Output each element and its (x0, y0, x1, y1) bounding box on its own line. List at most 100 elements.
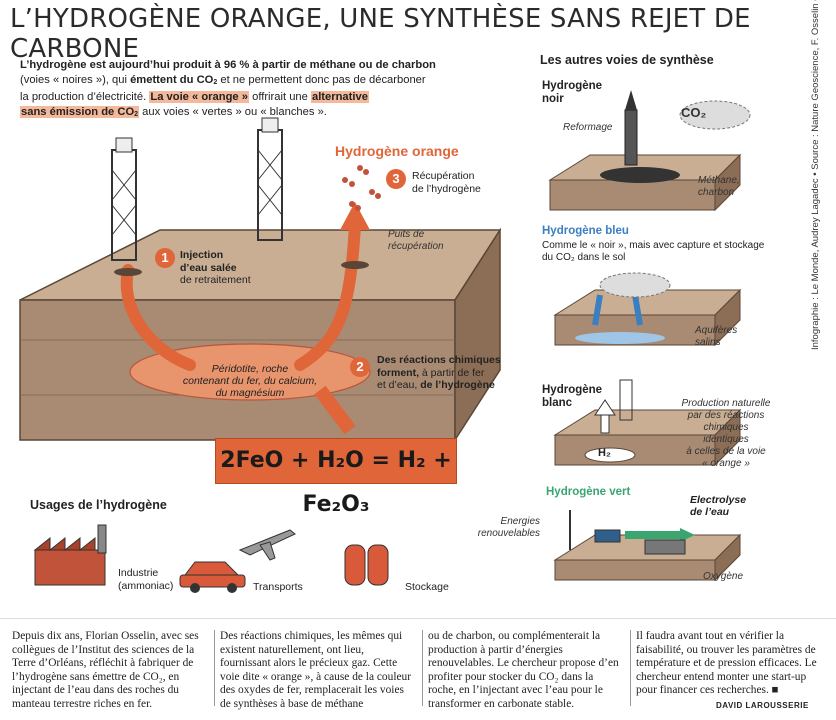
step2-line-c: à partir de fer (419, 366, 485, 379)
other-routes-title: Les autres voies de synthèse (540, 53, 714, 67)
credit-line: Infographie : Le Monde, Audrey Lagadec •… (810, 0, 821, 350)
other-routes-illustrations (548, 90, 751, 582)
black-title-a: Hydrogène (542, 80, 603, 92)
step2-line-e: de l’hydrogène (420, 379, 495, 391)
green-hydrogen-block (553, 510, 742, 582)
energies-line-b: renouvelables (477, 528, 540, 539)
black-hydrogen-block (548, 90, 742, 212)
page-title: L’HYDROGÈNE ORANGE, UNE SYNTHÈSE SANS RE… (10, 4, 751, 64)
step1-line-b: d’eau salée (180, 261, 237, 274)
author-signature: DAVID LAROUSSERIE (716, 701, 809, 710)
recovery-arrow-head (340, 202, 370, 230)
divider (0, 618, 836, 619)
intro-highlight-sans: sans émission de CO2 (20, 105, 140, 118)
recovery-arrow (294, 219, 361, 371)
text-column-3: ou de charbon, ou complémenterait la pro… (428, 630, 619, 710)
methane-line-b: charbon (698, 187, 735, 198)
car-icon (179, 561, 246, 593)
white-desc-a: Production naturelle (681, 398, 771, 409)
intro-line-2b: émettent du CO (130, 73, 214, 86)
aquiferes-label: Aquifères salins (695, 325, 737, 349)
step3-line-a: Récupération (412, 170, 475, 182)
rock-label: Péridotite, roche contenant du fer, du c… (170, 363, 330, 399)
industry-label: Industrie (ammoniac) (118, 567, 173, 592)
white-desc: Production naturelle par des réactions c… (680, 398, 772, 470)
industry-line-a: Industrie (118, 567, 159, 579)
black-co2-label: CO₂ (681, 105, 707, 120)
well-line-b: récupération (388, 241, 444, 252)
text-column-2: Des réactions chimiques, les mêmes qui e… (220, 630, 412, 710)
blue-desc-a: Comme le « noir », mais avec capture et … (542, 240, 765, 251)
usages-illustrations (33, 524, 389, 593)
step2-line-d: et d’eau, (377, 379, 421, 391)
column-separator (422, 630, 423, 706)
aquiferes-line-a: Aquifères (695, 325, 738, 336)
rock-line-c: du magnésium (215, 387, 285, 399)
methane-label: Méthane, charbon (698, 175, 740, 199)
intro-line-2a: (voies « noires »), qui (20, 73, 131, 86)
storage-tanks-icon (344, 544, 389, 586)
injection-arrow (120, 264, 196, 371)
column-separator (630, 630, 631, 706)
step2-line-a: Des réactions chimiques (377, 354, 501, 366)
white-desc-e: « orange » (702, 458, 750, 469)
white-h2-label: H₂ (598, 447, 611, 459)
orange-title: Hydrogène orange (335, 143, 459, 159)
hydrogen-molecules (342, 165, 381, 211)
black-title: Hydrogène noir (542, 80, 602, 106)
white-hydrogen-block (553, 379, 742, 467)
derrick-right (257, 117, 283, 241)
rock-line-b: contenant du fer, du calcium, (182, 375, 318, 387)
step1-line-c: de retraitement (180, 274, 251, 286)
usages-title: Usages de l’hydrogène (30, 498, 167, 512)
white-desc-c: chimiques identiques (703, 422, 749, 445)
intro-line-1: L’hydrogène est aujourd’hui produit à 96… (20, 59, 436, 71)
electro-line-a: Electrolyse (690, 494, 747, 506)
column-separator (214, 630, 215, 706)
storage-label: Stockage (405, 581, 449, 593)
factory-icon (33, 524, 107, 586)
blue-title: Hydrogène bleu (542, 225, 629, 237)
transport-label: Transports (253, 581, 303, 593)
step2-line-b: forment, (377, 366, 419, 379)
intro-highlight-alternative: alternative (310, 91, 369, 103)
recovery-well (341, 261, 369, 269)
energies-label: Energies renouvelables (472, 516, 540, 540)
step2-badge: 2 (350, 357, 370, 377)
white-title: Hydrogène blanc (542, 384, 602, 410)
blue-desc-b: du CO₂ dans le sol (542, 252, 626, 263)
intro-highlight-voie: La voie « orange » (149, 91, 249, 103)
aquiferes-line-b: salins (695, 337, 721, 348)
step1-line-a: Injection (180, 249, 224, 261)
white-desc-b: par des réactions (687, 410, 765, 421)
step3-label: Récupération de l’hydrogène (412, 170, 481, 195)
reaction-arrow (314, 385, 356, 435)
electrolyse-label: Electrolyse de l’eau (690, 494, 746, 518)
intro-line-3: la production d’électricité. (20, 91, 150, 103)
intro-sub-4: 2 (134, 110, 139, 118)
electro-line-b: de l’eau (690, 506, 730, 518)
intro-line-4a: sans émission de CO (21, 105, 135, 118)
step3-line-b: de l’hydrogène (412, 182, 481, 195)
orange-hydrogen-illustration (19, 117, 502, 443)
chemical-equation: 2FeO + H₂O = H₂ + Fe₂O₃ (215, 438, 457, 517)
rock-line-a: Péridotite, roche (211, 363, 289, 375)
plane-icon (238, 529, 296, 561)
text-column-4: Il faudra avant tout en vérifier la fais… (636, 630, 817, 697)
energies-line-a: Energies (500, 516, 540, 527)
white-title-a: Hydrogène (542, 384, 603, 396)
black-title-b: noir (542, 93, 564, 105)
white-desc-d: à celles de la voie (686, 446, 766, 457)
methane-line-a: Méthane, (698, 175, 740, 186)
well-line-a: Puits de (388, 229, 425, 240)
reformage-label: Reformage (563, 122, 613, 133)
step2-label: Des réactions chimiques forment, à parti… (377, 354, 501, 392)
intro-text: L’hydrogène est aujourd’hui produit à 96… (20, 58, 440, 122)
black-co2-cloud (679, 100, 751, 130)
intro-line-3c: offrirait une (248, 91, 311, 103)
intro-line-4c: aux voies « vertes » ou « blanches ». (139, 105, 327, 118)
step1-badge: 1 (155, 248, 175, 268)
intro-line-2d: et ne permettent donc pas de décarboner (217, 73, 426, 86)
injection-well (114, 268, 142, 276)
ground-side (454, 227, 501, 443)
